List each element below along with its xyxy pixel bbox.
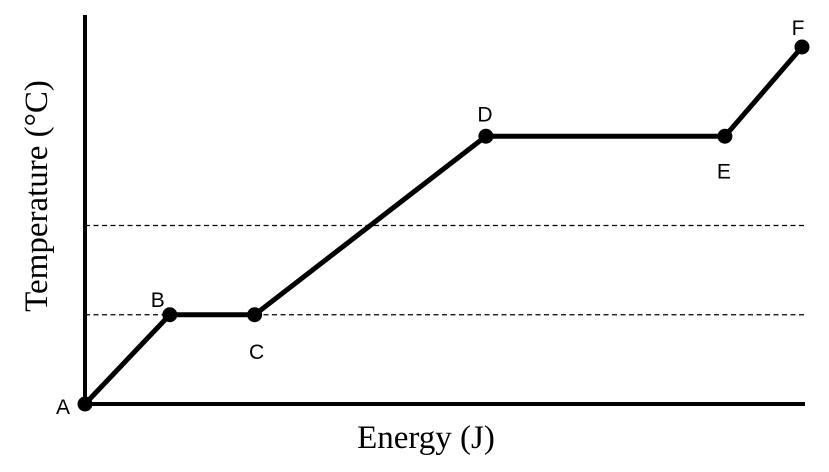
point-label-b: B xyxy=(151,289,165,312)
y-axis-title: Temperature (°C) xyxy=(19,80,55,312)
point-markers xyxy=(77,39,810,412)
point-marker-b xyxy=(162,307,178,323)
curve-segment-ef xyxy=(722,44,805,139)
reference-lines xyxy=(85,224,805,316)
point-label-a: A xyxy=(56,396,70,419)
point-marker-a xyxy=(77,396,93,412)
point-labels: A B C D E F xyxy=(56,17,804,419)
point-label-d: D xyxy=(477,103,492,126)
point-marker-f xyxy=(794,39,810,55)
heating-curve xyxy=(82,44,805,407)
point-label-c: C xyxy=(249,341,264,364)
axes xyxy=(83,15,805,406)
curve-segment-cd xyxy=(252,133,489,318)
point-label-e: E xyxy=(717,160,731,183)
point-label-f: F xyxy=(792,17,805,40)
curve-segment-ab xyxy=(82,312,173,407)
x-axis-title: Energy (J) xyxy=(357,420,495,456)
point-marker-e xyxy=(717,128,733,144)
point-marker-c xyxy=(247,307,263,323)
point-marker-d xyxy=(478,128,494,144)
